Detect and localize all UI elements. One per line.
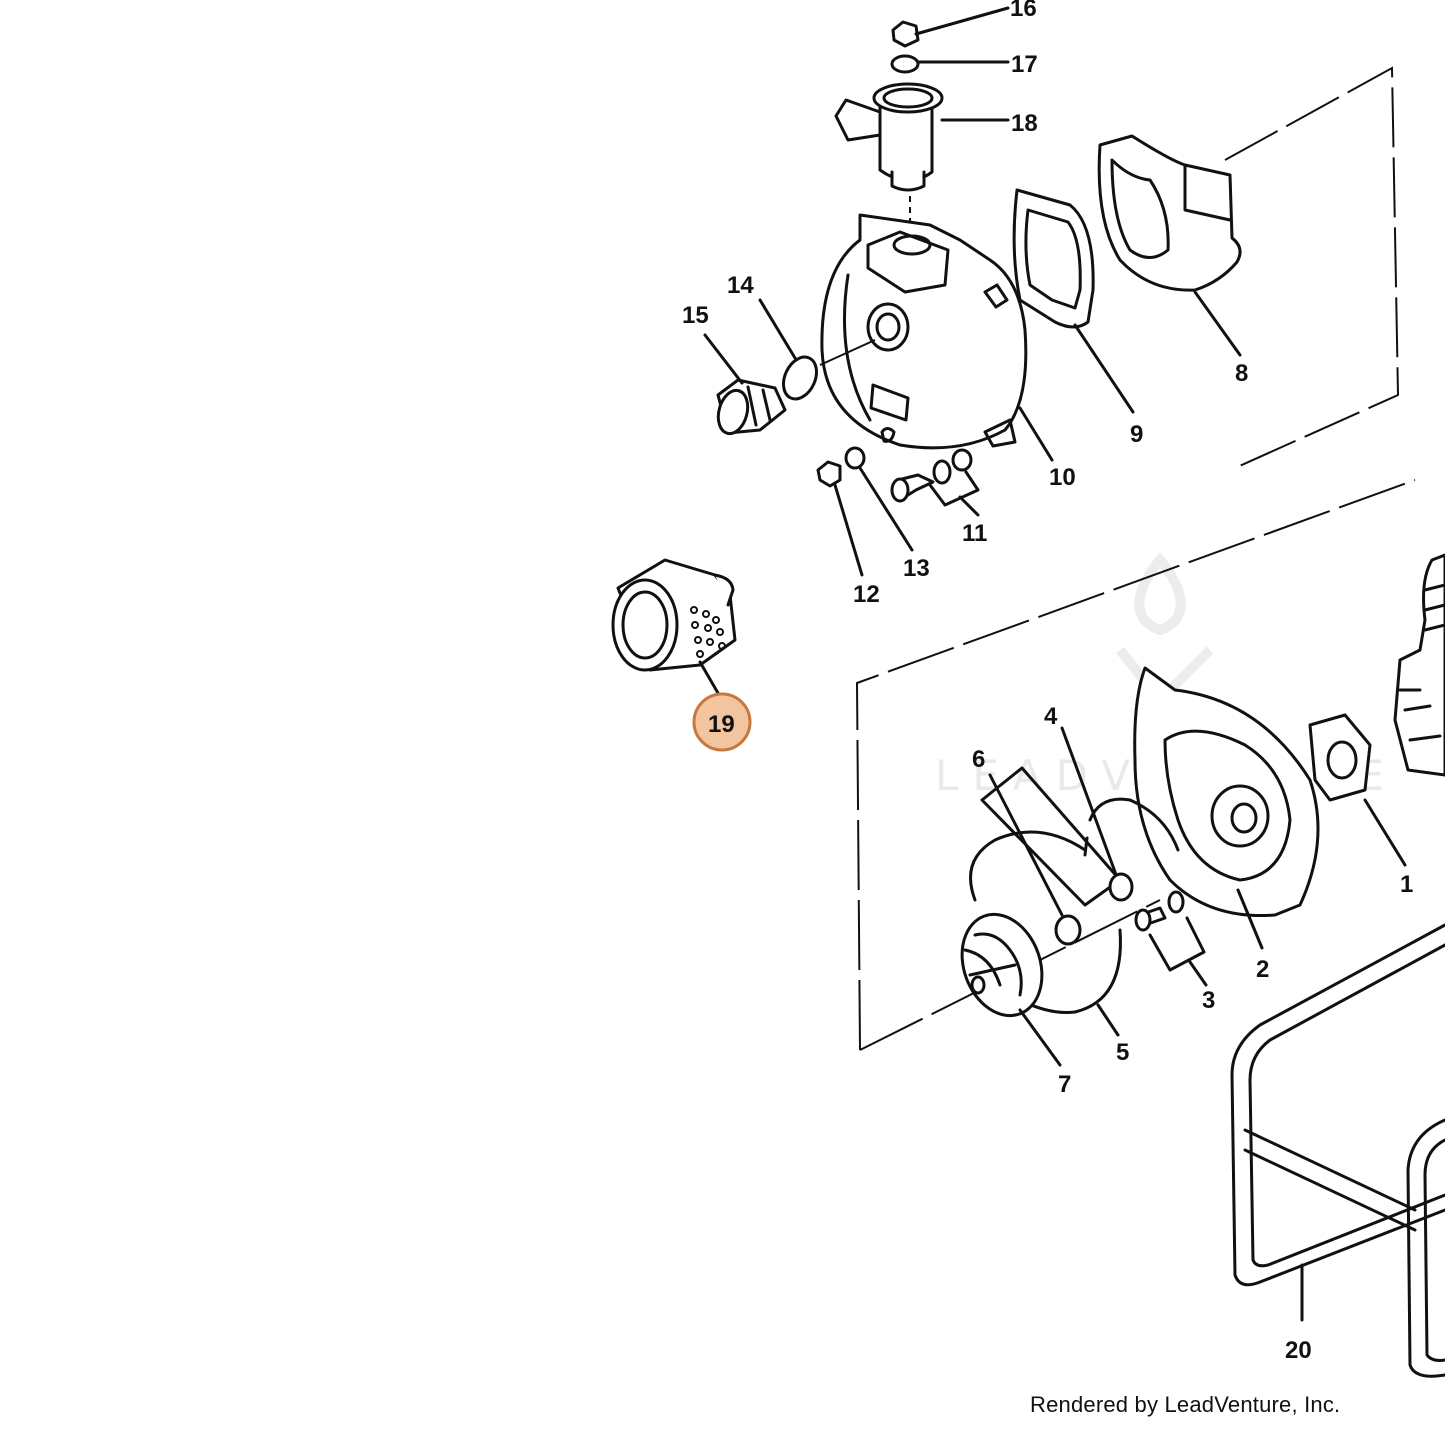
- callout-18[interactable]: 18: [1011, 110, 1038, 137]
- upper-group-frame: [1224, 66, 1400, 469]
- callout-10[interactable]: 10: [1049, 464, 1076, 491]
- part-6-seal: [980, 766, 1134, 946]
- part-5-o-ring: [969, 830, 1122, 1037]
- callout-14[interactable]: 14: [727, 272, 754, 299]
- callout-6[interactable]: 6: [972, 746, 985, 773]
- part-11-bolts: [890, 448, 980, 517]
- callout-19[interactable]: 19: [708, 711, 735, 738]
- engine-partial: [1393, 553, 1445, 777]
- part-9-gasket: [1012, 188, 1135, 414]
- part-12-nut: [816, 460, 864, 577]
- part-16-plug: [891, 6, 1010, 48]
- callout-13[interactable]: 13: [903, 555, 930, 582]
- callout-3[interactable]: 3: [1202, 987, 1215, 1014]
- part-14-o-ring: [758, 298, 818, 401]
- part-17-washer: [890, 54, 1010, 74]
- part-7-impeller: [960, 912, 1062, 1067]
- callout-4[interactable]: 4: [1044, 703, 1058, 730]
- callout-16[interactable]: 16: [1010, 0, 1037, 22]
- part-3-bolt: [1134, 890, 1208, 987]
- callout-20[interactable]: 20: [1285, 1337, 1312, 1364]
- callout-7[interactable]: 7: [1058, 1071, 1071, 1098]
- callout-9[interactable]: 9: [1130, 421, 1143, 448]
- part-19-strainer: [611, 558, 737, 702]
- part-2-adapter: [1133, 666, 1320, 950]
- render-credit: Rendered by LeadVenture, Inc.: [1030, 1392, 1341, 1417]
- callout-11[interactable]: 11: [962, 520, 987, 547]
- callout-19-highlight[interactable]: [692, 692, 752, 752]
- part-8-cover: [1097, 134, 1242, 357]
- part-10-pump-casing: [819, 213, 1054, 462]
- callout-5[interactable]: 5: [1116, 1039, 1129, 1066]
- callout-1[interactable]: 1: [1400, 871, 1413, 898]
- callout-2[interactable]: 2: [1256, 956, 1269, 983]
- callout-15[interactable]: 15: [682, 302, 709, 329]
- part-13-washer: [844, 446, 914, 552]
- part-20-frame: [1230, 923, 1445, 1378]
- part-18-elbow: [834, 82, 1010, 222]
- part-1-gasket: [1308, 713, 1407, 867]
- callout-17[interactable]: 17: [1011, 51, 1038, 78]
- callout-12[interactable]: 12: [853, 581, 880, 608]
- part-15-fitting: [703, 333, 787, 436]
- callout-8[interactable]: 8: [1235, 360, 1248, 387]
